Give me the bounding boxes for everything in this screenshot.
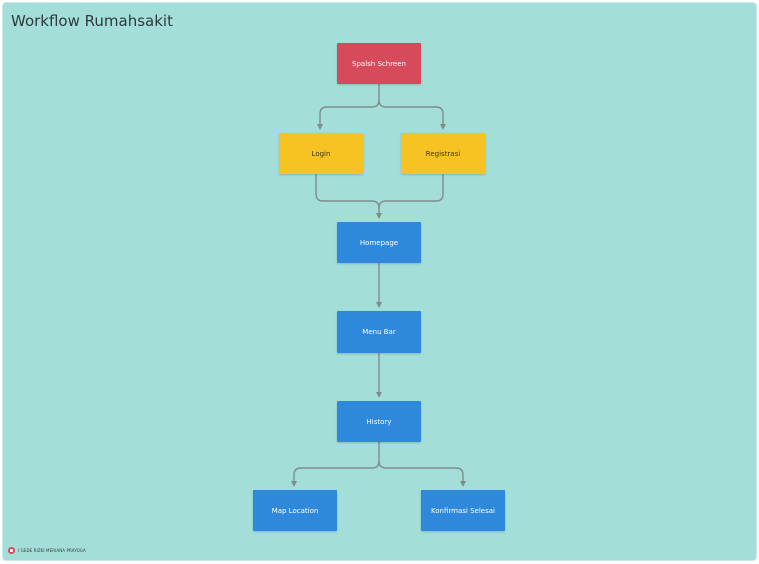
node-menu-bar[interactable]: Menu Bar [337,311,421,353]
edge-registrasi-homepage [378,174,444,209]
edge-login-homepage [315,174,382,219]
node-registrasi[interactable]: Registrasi [401,133,485,174]
author-name: I GEDE RIZKI MERIANA PRAYOGA [18,548,86,553]
node-history[interactable]: History [337,401,421,442]
node-konfirmasi-selesai[interactable]: Konfirmasi Selesai [421,490,505,531]
edge-history-konfirmasi [378,460,466,487]
user-badge-icon [8,547,15,554]
diagram-title: Workflow Rumahsakit [11,12,173,30]
connectors [291,84,466,487]
node-login[interactable]: Login [279,133,363,174]
edge-splash-login [317,84,380,130]
node-splash-screen[interactable]: Spalsh Schreen [337,43,421,84]
edge-splash-registrasi [378,99,446,130]
edge-history-map [291,442,380,487]
author-footer: I GEDE RIZKI MERIANA PRAYOGA [8,547,86,554]
node-homepage[interactable]: Homepage [337,222,421,263]
node-map-location[interactable]: Map Location [253,490,337,531]
canvas-board: Workflow Rumahsakit Spalsh Schreen Login… [3,3,756,560]
